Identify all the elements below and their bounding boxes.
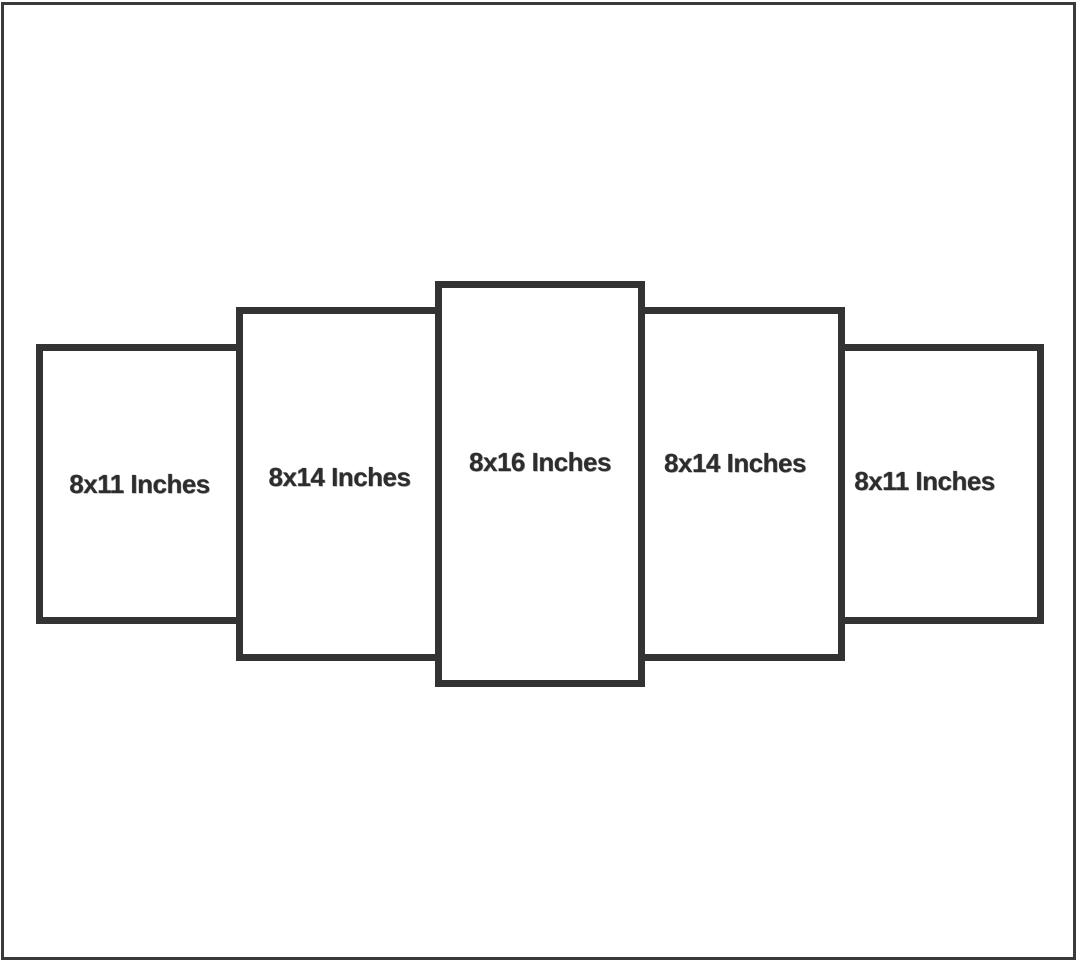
panel-size-label: 8x14 Inches	[664, 448, 806, 478]
panel-size-label: 8x11 Inches	[69, 469, 210, 499]
panel-3-8x16-center: 8x16 Inches	[435, 281, 645, 687]
panel-size-label: 8x11 Inches	[854, 466, 995, 496]
panel-size-label: 8x16 Inches	[469, 447, 611, 477]
panel-size-label: 8x14 Inches	[268, 462, 411, 492]
panel-1-8x11-left: 8x11 Inches	[36, 344, 243, 624]
panel-2-8x14-left: 8x14 Inches	[236, 307, 443, 661]
panel-4-8x14-right: 8x14 Inches	[637, 307, 845, 661]
panel-5-8x11-right: 8x11 Inches	[837, 344, 1044, 624]
